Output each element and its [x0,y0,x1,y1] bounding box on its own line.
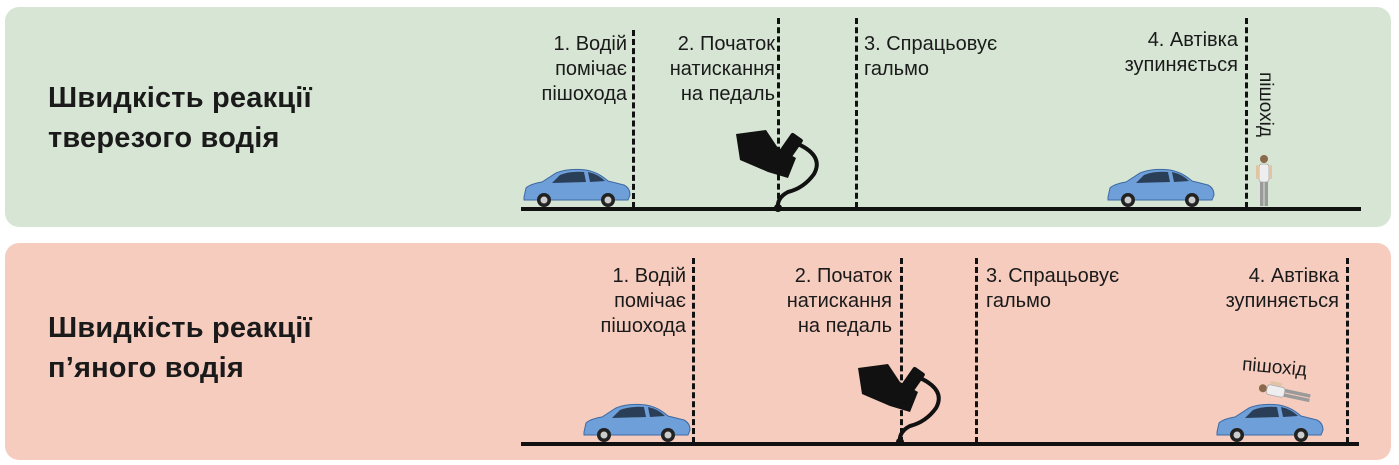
drunk-stage-1: 1. Водій помічає пішохода [601,264,686,339]
stage-line: 2. Початок [794,265,892,287]
pedestrian-icon [1258,380,1311,403]
sober-pedestrian-label: пішохід [1255,72,1276,137]
drunk-title-line-2: п’яного водія [48,352,244,384]
stage-line: 3. Спрацьовує [864,33,998,55]
car-icon [1216,403,1324,442]
sober-title-line-1: Швидкість реакції [48,82,312,114]
stage-line: 2. Початок [677,33,775,55]
car-icon [583,403,691,442]
stage-line: на педаль [797,315,892,337]
drunk-stage-4: 4. Автівка зупиняється [1226,264,1339,314]
car-icon [1107,168,1215,207]
drunk-marker-3 [975,258,978,443]
stage-line: гальмо [986,290,1051,312]
drunk-title: Швидкість реакції п’яного водія [48,308,312,388]
drunk-stage-3: 3. Спрацьовує гальмо [986,264,1119,314]
stage-line: пішохода [600,315,686,337]
sober-stage-1: 1. Водій помічає пішохода [542,32,627,107]
pedestrian-icon [1256,155,1272,206]
stage-line: зупиняється [1124,54,1238,76]
brake-pedal-icon [736,130,819,212]
stage-line: гальмо [864,58,929,80]
stage-line: 4. Автівка [1248,265,1339,287]
sober-road [521,207,1361,211]
sober-title: Швидкість реакції тверезого водія [48,78,312,158]
drunk-road [521,442,1359,446]
sober-marker-1 [632,30,635,208]
car-icon [523,168,631,207]
drunk-marker-4 [1346,258,1349,443]
stage-line: пішохода [541,83,627,105]
sober-stage-3: 3. Спрацьовує гальмо [864,32,997,82]
brake-pedal-icon [858,364,941,446]
stage-line: помічає [555,58,627,80]
drunk-title-line-1: Швидкість реакції [48,312,312,344]
sober-marker-2 [777,18,780,208]
drunk-marker-2 [900,258,903,443]
sober-stage-4: 4. Автівка зупиняється [1125,28,1238,78]
sober-title-line-2: тверезого водія [48,122,280,154]
sober-stage-2: 2. Початок натискання на педаль [670,32,775,107]
sober-marker-3 [855,18,858,208]
drunk-stage-2: 2. Початок натискання на педаль [787,264,892,339]
stage-line: зупиняється [1225,290,1339,312]
stage-line: 1. Водій [553,33,627,55]
stage-line: на педаль [680,83,775,105]
sober-marker-4 [1245,18,1248,208]
stage-line: 4. Автівка [1147,29,1238,51]
stage-line: натискання [786,290,892,312]
drunk-driver-panel [5,243,1391,460]
stage-line: 3. Спрацьовує [986,265,1120,287]
drunk-marker-1 [692,258,695,443]
stage-line: натискання [669,58,775,80]
stage-line: помічає [614,290,686,312]
stage-line: 1. Водій [612,265,686,287]
